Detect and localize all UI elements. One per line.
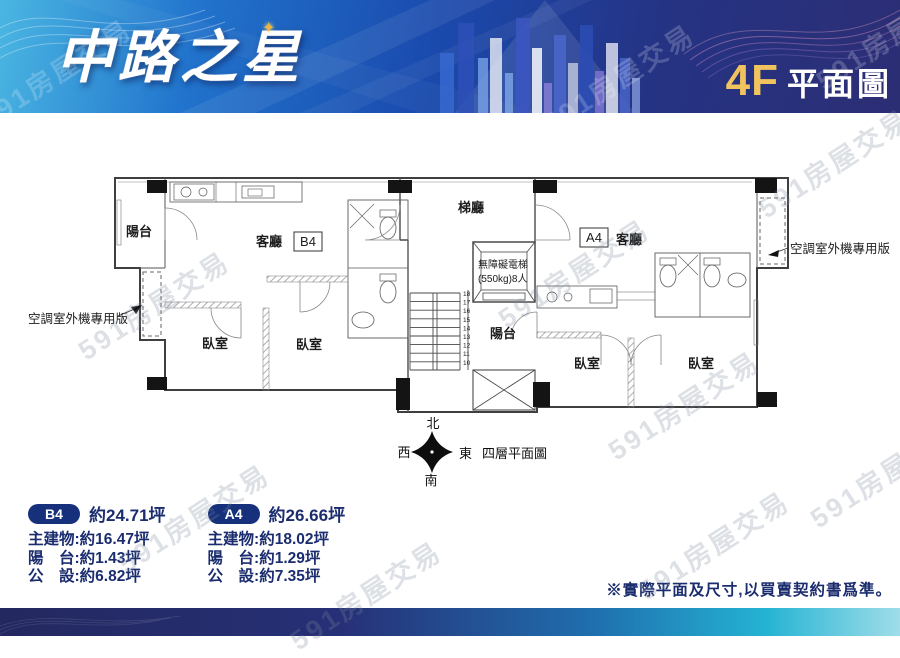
- structural-columns: [147, 178, 777, 410]
- unit-a4-interior: [510, 204, 751, 408]
- room-label-bedroom-b4-1: 臥室: [202, 336, 228, 351]
- stair-number: 15: [463, 317, 471, 324]
- legend-row: 公 設:約7.35坪: [207, 568, 321, 585]
- room-label-bedroom-a4-1: 臥室: [574, 356, 600, 371]
- legend-row: 主建物:約18.02坪: [207, 531, 329, 548]
- room-label-stair-hall: 梯廳: [458, 200, 484, 215]
- compass-south: 南: [424, 473, 437, 488]
- light-streak: [180, 0, 495, 113]
- compass-west: 西: [397, 445, 410, 460]
- skyline-graphic: [440, 0, 640, 113]
- unit-total-a4: 約26.66坪: [268, 506, 346, 525]
- floor-suffix: 平面圖: [786, 66, 892, 102]
- elevator-label: 無障礙電梯 (550kg)8人: [478, 258, 528, 285]
- outer-walls: [114, 177, 789, 413]
- star-sparkle-icon: ✦: [262, 20, 276, 37]
- legend-row: 公 設:約6.82坪: [28, 568, 141, 585]
- unit-total-b4: 約24.71坪: [89, 506, 166, 525]
- legend-unit-b4: B4 約24.71坪 主建物:約16.47坪 陽 台:約1.43坪 公 設:約6…: [28, 503, 166, 587]
- light-streak: [60, 0, 545, 113]
- room-label-living-b4: 客廳: [256, 234, 282, 249]
- legend-row: 陽 台:約1.43坪: [28, 549, 141, 567]
- area-legend: B4 約24.71坪 主建物:約16.47坪 陽 台:約1.43坪 公 設:約6…: [28, 503, 345, 587]
- compass-north: 北: [426, 416, 439, 431]
- header-decor: [0, 0, 900, 113]
- room-label-bedroom-a4-2: 臥室: [688, 356, 714, 371]
- unit-code-boxes: B4 A4: [293, 227, 609, 252]
- compass-center-dot: [430, 450, 434, 454]
- arrow-icon: [768, 250, 779, 257]
- ac-label-right: 空調室外機專用版: [790, 241, 891, 256]
- stair-number: 14: [463, 325, 471, 332]
- stair-number: 18: [463, 291, 471, 298]
- stair-number: 13: [463, 334, 471, 341]
- disclaimer-text: ※實際平面及尺寸,以買賣契約書爲準。: [606, 582, 892, 599]
- room-label-balcony-b4: 陽台: [126, 224, 152, 239]
- unit-code-b4: B4: [300, 234, 316, 249]
- stair-number: 10: [463, 360, 471, 367]
- stair-numbers: 18 17 16 15 14 13 12 11 10: [463, 291, 471, 367]
- page-title: 中路之星: [56, 26, 304, 90]
- room-label-balcony-core: 陽台: [490, 326, 516, 341]
- legend-unit-a4: A4 約26.66坪 主建物:約18.02坪 陽 台:約1.29坪 公 設:約7…: [207, 503, 346, 587]
- arrow-icon: [131, 305, 142, 314]
- footer-wave-decor: [0, 615, 181, 635]
- footer-bar: [0, 608, 900, 636]
- compass: 北 西 東 南 四層平面圖: [397, 416, 547, 488]
- ac-callouts: 空調室外機專用版 空調室外機專用版: [28, 241, 891, 326]
- unit-code-a4: A4: [586, 230, 602, 245]
- elevator-label-line1: 無障礙電梯: [478, 258, 528, 271]
- room-label-living-a4: 客廳: [616, 232, 642, 247]
- wave-lines-left: [0, 9, 236, 59]
- elevator-label-line2: (550kg)8人: [478, 273, 527, 285]
- legend-row: 主建物:約16.47坪: [28, 531, 150, 548]
- unit-b4-interior: [164, 181, 409, 391]
- unit-badge-b4: B4: [28, 503, 80, 524]
- room-label-bedroom-b4-2: 臥室: [296, 337, 322, 352]
- compass-east: 東: [459, 446, 472, 461]
- stair-number: 16: [463, 308, 471, 315]
- legend-row: 陽 台:約1.29坪: [207, 549, 321, 567]
- stair-number: 12: [463, 343, 471, 350]
- floor-number: 4F: [725, 56, 779, 105]
- stair-number: 11: [463, 351, 470, 358]
- floor-plan: 18 17 16 15 14 13 12 11 10: [28, 177, 891, 488]
- ac-label-left: 空調室外機專用版: [28, 311, 129, 326]
- wave-lines-right: [683, 9, 900, 79]
- compass-caption: 四層平面圖: [482, 446, 547, 461]
- stair-number: 17: [463, 300, 471, 307]
- unit-badge-a4: A4: [207, 503, 260, 524]
- room-labels: 陽台 客廳 臥室 臥室 梯廳 陽台 客廳 臥室 臥室: [126, 200, 714, 371]
